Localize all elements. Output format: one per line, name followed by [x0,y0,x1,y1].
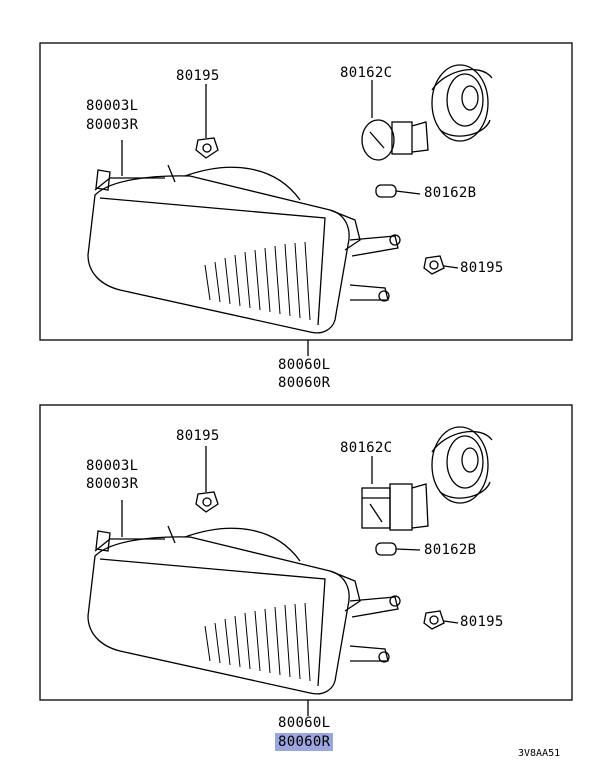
panel-1-headlamp-icon [87,140,401,334]
panel-1-side-bulb-label: 80162B [424,185,477,201]
panel-2-nut-top-label: 80195 [176,428,220,444]
panel-2-nut-right-icon [423,610,459,630]
panel-2-assembly-label-r[interactable]: 80060R [275,733,334,751]
panel-2-side-bulb-icon [375,542,421,556]
panel-2-bulb-icon [361,483,429,531]
panel-1-nut-right-icon [423,255,459,275]
highlighted-part-number[interactable]: 80060R [275,733,334,751]
panel-1-assembly-label-l: 80060L [278,357,331,373]
panel-2-nut-right-label: 80195 [460,614,504,630]
panel-1-headlamp-label-l: 80003L [86,98,139,114]
panel-2-nut-top-icon [195,491,219,513]
panel-2-assembly-label-l: 80060L [278,715,331,731]
panel-2-headlamp-icon [87,500,401,695]
panel-2-frame [39,404,573,701]
panel-1-nut-top-label: 80195 [176,68,220,84]
panel-2-dust-cap-icon [431,426,493,504]
panel-1-frame [39,42,573,341]
panel-1-dust-cap-icon [431,64,493,142]
panel-1-bulb-icon [361,119,429,161]
panel-2-headlamp-label-r: 80003R [86,476,139,492]
diagram-code: 3V8AA51 [518,748,561,759]
panel-1-nut-top-icon [195,137,219,159]
panel-2-bulb-label: 80162C [340,440,393,456]
panel-1-assembly-label-r: 80060R [278,375,331,391]
panel-2-headlamp-label-l: 80003L [86,458,139,474]
panel-1-headlamp-label-r: 80003R [86,117,139,133]
panel-1-bulb-label: 80162C [340,65,393,81]
panel-2-side-bulb-label: 80162B [424,542,477,558]
panel-1-nut-right-label: 80195 [460,260,504,276]
panel-1-side-bulb-icon [375,184,421,198]
